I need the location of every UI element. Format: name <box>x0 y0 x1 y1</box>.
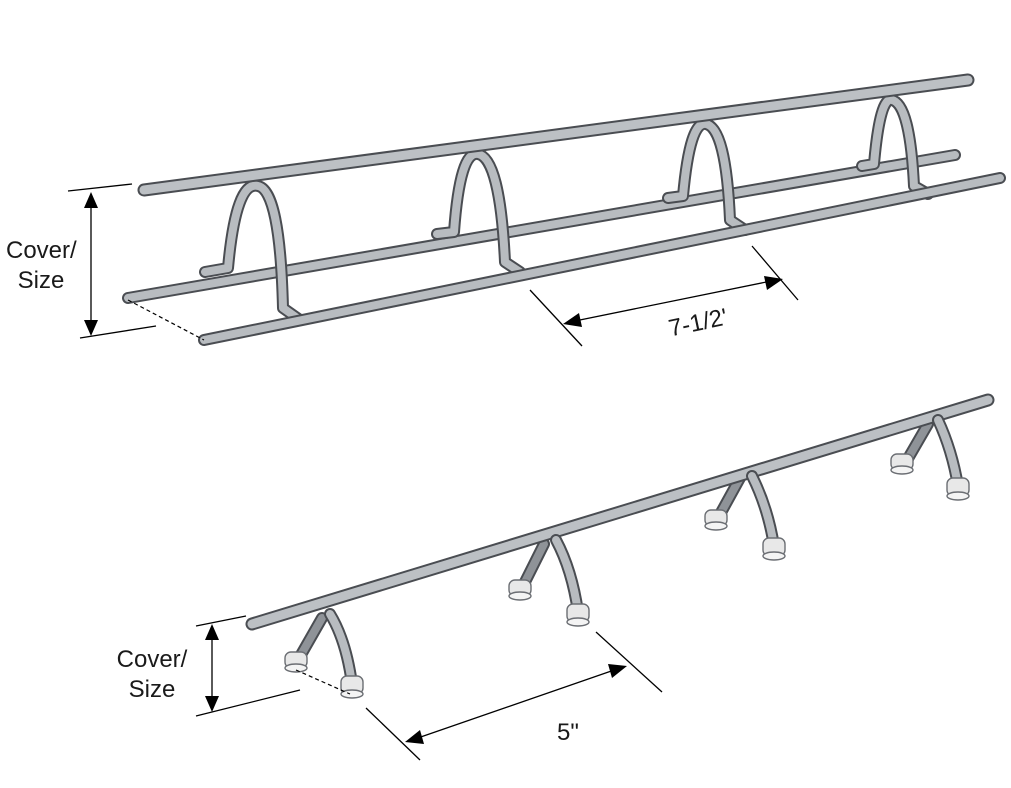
chair-leg-4 <box>856 93 934 200</box>
chair-leg-3 <box>662 117 751 236</box>
rail-width-dashed-line <box>127 299 205 341</box>
bottom-spacing-label: 5" <box>557 719 579 746</box>
top-spacing-dimension <box>529 245 799 347</box>
foot-cap <box>762 537 786 561</box>
foot-cap <box>946 477 970 501</box>
foot-cap <box>704 509 728 531</box>
bottom-cover-size-label: Cover/ Size <box>112 645 192 705</box>
top-cover-label-line2: Size <box>17 267 65 294</box>
foot-cap <box>566 603 590 627</box>
top-rail <box>137 73 975 197</box>
single-bar-chair <box>195 393 995 761</box>
top-cover-size-label: Cover/ Size <box>6 236 77 296</box>
foot-cap <box>508 579 532 601</box>
front-bottom-rail <box>198 172 1006 346</box>
bottom-spacing-dimension <box>365 631 663 761</box>
feet-width-dashed-line <box>295 669 351 695</box>
back-legs <box>292 418 934 666</box>
foot-cap <box>340 675 364 699</box>
bottom-cover-label-line2: Size <box>128 676 176 703</box>
single-rail <box>245 393 995 631</box>
back-bottom-rail <box>122 149 961 304</box>
foot-cap <box>284 651 308 673</box>
top-cover-dimension <box>67 183 157 339</box>
bottom-cover-label-line1: Cover/ <box>116 646 188 673</box>
foot-caps <box>284 453 970 699</box>
front-legs <box>324 414 964 690</box>
chair-leg-2 <box>431 147 526 278</box>
chair-leg-1 <box>199 179 306 326</box>
top-cover-label-line1: Cover/ <box>6 237 77 264</box>
bottom-cover-dimension <box>195 615 301 717</box>
continuous-high-chair <box>67 73 1006 347</box>
foot-cap <box>890 453 914 475</box>
